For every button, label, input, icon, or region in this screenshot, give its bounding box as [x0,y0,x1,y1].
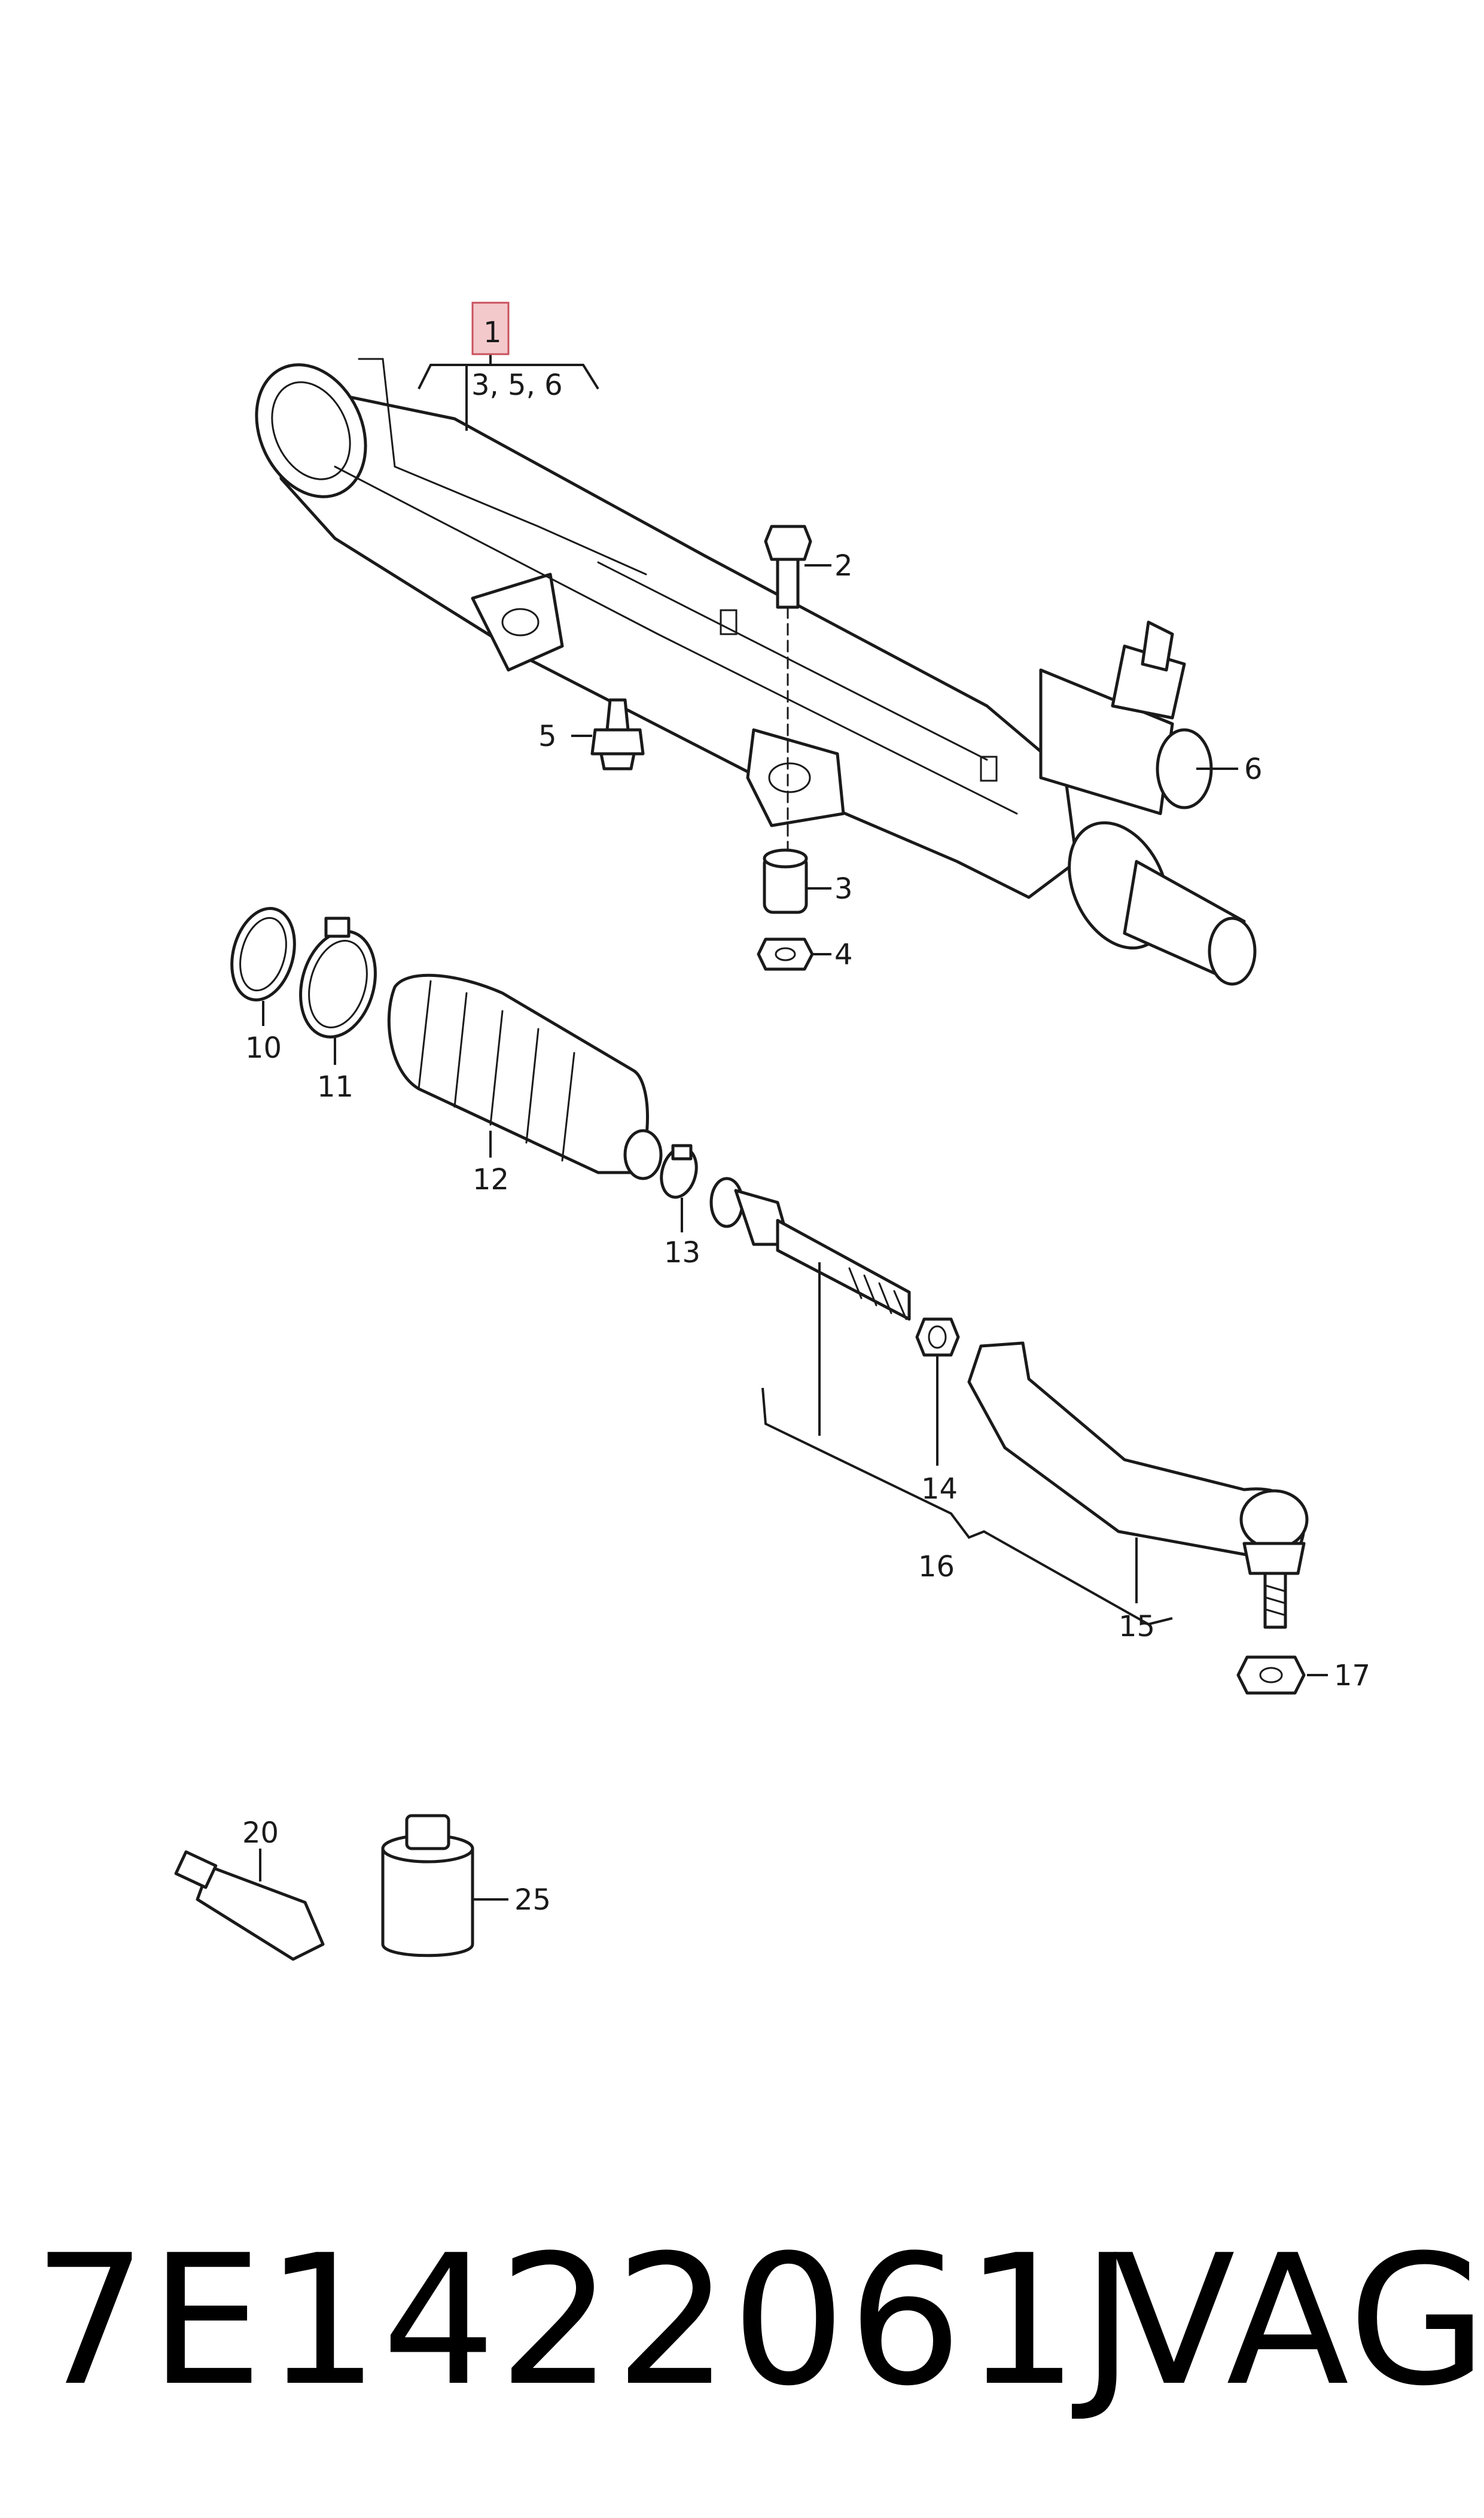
tie-rod [709,1177,911,1321]
callout-25: 25 [514,1883,551,1917]
callout-2: 2 [834,549,853,583]
callout-3: 3 [834,872,853,906]
nut [757,937,814,971]
tie-rod-end [967,1341,1309,1629]
callout-12: 12 [473,1163,509,1196]
tie-rod-end-nut [1236,1655,1306,1695]
bolt [764,525,812,851]
callout-1-sub: 3, 5, 6 [471,369,563,402]
exploded-parts-diagram: 1 3, 5, 6 2 3 4 5 6 10 11 12 13 14 15 16… [174,302,1370,1961]
leader-lines [259,353,1328,1901]
part-number: 7E1422061J [33,2216,1136,2425]
steering-rack-housing [255,358,1257,986]
callout-16: 16 [918,1550,955,1584]
callout-15: 15 [1119,1610,1155,1643]
callout-20: 20 [242,1816,279,1850]
lock-nut [915,1317,960,1357]
callout-1: 1 [483,316,502,349]
bushing [763,848,808,914]
boot-clamp [299,917,377,1039]
seal-ring [230,907,296,1001]
callout-4: 4 [834,938,853,972]
callout-14: 14 [921,1472,958,1506]
clip [590,698,645,771]
callout-5: 5 [538,720,557,753]
fluid-bottle [381,1814,474,1957]
brand-name: VAG [1113,2216,1484,2425]
small-boot-clamp [660,1144,698,1199]
footer: 7E1422061J VAG [0,2190,1484,2518]
grease-tube [174,1850,325,1961]
callout-13: 13 [664,1236,700,1269]
rack-boot [387,973,663,1180]
callout-17: 17 [1334,1659,1370,1692]
callout-11: 11 [317,1070,354,1104]
callout-6: 6 [1244,753,1263,786]
highlight-box [471,302,510,355]
callout-10: 10 [245,1031,282,1065]
